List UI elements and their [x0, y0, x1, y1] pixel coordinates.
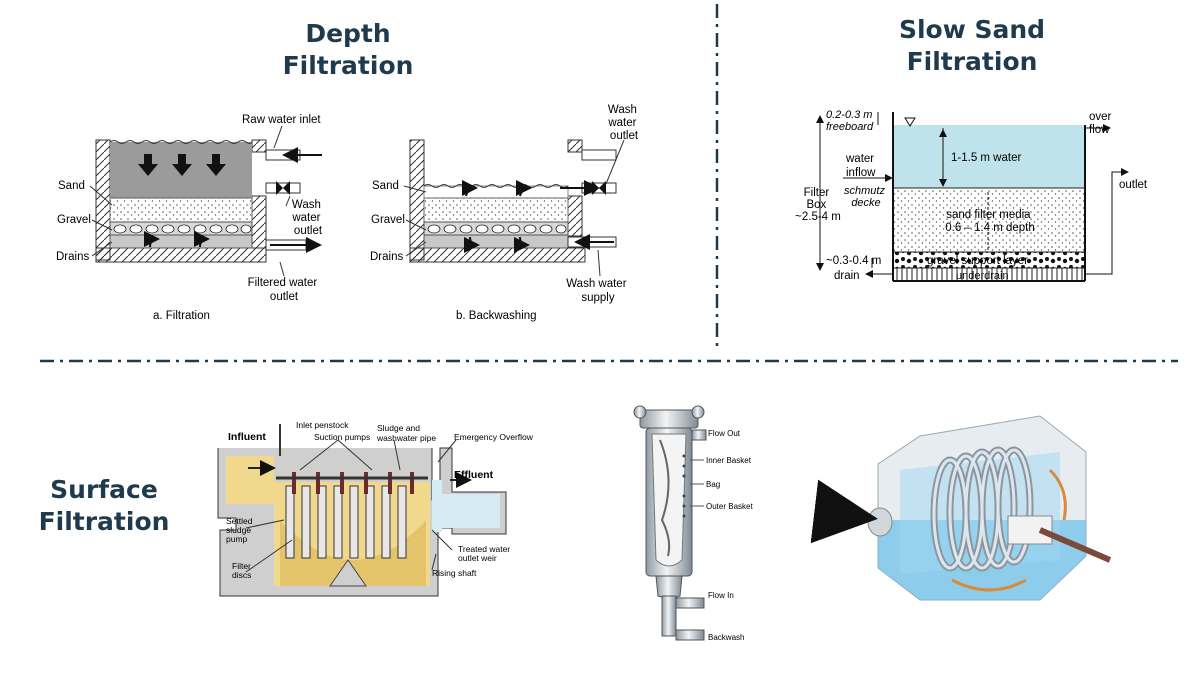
gravel-label-b: Gravel: [371, 214, 405, 226]
influent-label: Influent: [228, 431, 266, 443]
outlet-label: outlet: [1119, 179, 1148, 191]
inner-basket-label: Inner Basket: [706, 456, 752, 465]
raw-water-inlet-label: Raw water inlet: [242, 114, 321, 126]
effluent-label: Effluent: [454, 469, 494, 481]
depth-filtration-heading: Depth Filtration: [282, 19, 414, 80]
sludge-pipe-label: Sludge and washwater pipe: [376, 423, 436, 443]
treated-water-weir-label: Treated water outlet weir: [458, 544, 513, 563]
surface-filtration-heading: Surface Filtration: [38, 475, 170, 536]
suction-pumps-label: Suction pumps: [314, 432, 370, 442]
drains-label-b: Drains: [370, 251, 403, 263]
overflow-label: over flow: [1089, 111, 1115, 136]
filter-box-label: Filter Box ~2.5-4 m: [795, 187, 841, 223]
gravel-label-a: Gravel: [57, 214, 91, 226]
slow-sand-filter-diagram: [816, 112, 1129, 282]
gravel-layer-label: gravel support layer: [927, 255, 1028, 267]
settled-sludge-pump-label: Settled sludge pump: [226, 516, 255, 544]
sand-label-a: Sand: [58, 180, 85, 192]
sand-media-label: sand filter media 0.6 – 1.4 m depth: [945, 209, 1035, 234]
disc-filter-diagram: [217, 424, 507, 597]
bag-label: Bag: [706, 480, 720, 489]
wash-water-outlet-label: Wash water outlet: [291, 199, 324, 237]
bag-filter-diagram: [633, 405, 707, 641]
underdrain-label: underdrain: [956, 270, 1009, 282]
backwash-label: Backwash: [708, 633, 744, 642]
water-inflow-label: water inflow: [845, 153, 877, 179]
water-depth-label: 1-1.5 m water: [951, 152, 1021, 164]
drum-filter-illustration: [810, 415, 1112, 601]
drains-label-a: Drains: [56, 251, 89, 263]
wash-water-supply-label: Wash water supply: [566, 278, 630, 304]
gravel-depth-label: ~0.3-0.4 m: [826, 255, 881, 267]
flow-out-label: Flow Out: [708, 429, 741, 438]
freeboard-label: 0.2-0.3 m freeboard: [826, 109, 876, 133]
depth-filtration-diagram-a: [89, 125, 322, 277]
flow-in-label: Flow In: [708, 591, 734, 600]
caption-filtration: a. Filtration: [153, 310, 210, 322]
depth-filtration-diagram-b: [403, 139, 625, 277]
drain-label: drain: [834, 270, 860, 282]
slow-sand-filtration-heading: Slow Sand Filtration: [898, 15, 1046, 76]
sand-label-b: Sand: [372, 180, 399, 192]
wash-water-outlet-label-b: Wash water outlet: [607, 104, 640, 142]
caption-backwashing: b. Backwashing: [456, 310, 537, 322]
filter-discs-label: Filter discs: [232, 561, 253, 580]
outer-basket-label: Outer Basket: [706, 502, 753, 511]
inlet-penstock-label: Inlet penstock: [296, 420, 349, 430]
filtered-water-outlet-label: Filtered water outlet: [248, 277, 321, 303]
rising-shaft-label: Rising shaft: [432, 568, 477, 578]
schmutzdecke-label: schmutz decke: [844, 185, 888, 209]
emergency-overflow-label: Emergency Overflow: [454, 432, 534, 442]
